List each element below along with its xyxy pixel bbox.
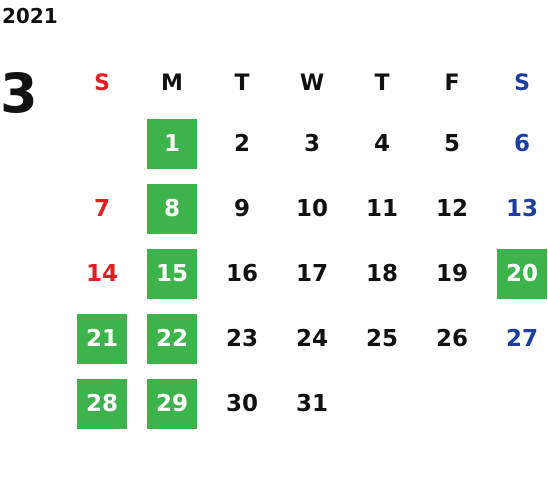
day-cell[interactable]: 19 — [435, 260, 468, 287]
month-number: 3 — [0, 62, 38, 125]
day-cell[interactable]: 12 — [435, 195, 468, 222]
weekday-header-row: S M T W T F S — [67, 55, 548, 111]
day-cell[interactable]: 16 — [225, 260, 258, 287]
day-cell[interactable]: 23 — [225, 325, 258, 352]
day-cell[interactable]: 27 — [505, 325, 538, 352]
day-cell[interactable]: 5 — [443, 130, 460, 157]
weekday-monday: M — [161, 70, 183, 96]
day-cell[interactable]: 3 — [303, 130, 320, 157]
day-cell[interactable]: 18 — [365, 260, 398, 287]
empty-day-cell — [427, 379, 477, 429]
day-cell[interactable]: 26 — [435, 325, 468, 352]
weekday-friday: F — [444, 70, 460, 96]
day-cell[interactable]: 13 — [505, 195, 538, 222]
day-cell[interactable]: 20 — [497, 248, 547, 299]
day-cell[interactable]: 10 — [295, 195, 328, 222]
day-cell[interactable]: 28 — [77, 378, 127, 429]
year-label: 2021 — [2, 4, 58, 28]
week-row-4: 21 22 23 24 25 26 27 — [67, 306, 548, 371]
weekday-thursday: T — [374, 70, 390, 96]
week-row-2: 7 8 9 10 11 12 13 — [67, 176, 548, 241]
day-cell[interactable]: 1 — [147, 118, 197, 169]
day-cell[interactable]: 30 — [225, 390, 258, 417]
day-cell[interactable]: 17 — [295, 260, 328, 287]
day-cell[interactable]: 14 — [85, 260, 118, 287]
day-cell[interactable]: 21 — [77, 313, 127, 364]
week-row-3: 14 15 16 17 18 19 20 — [67, 241, 548, 306]
day-cell[interactable]: 6 — [513, 130, 530, 157]
empty-day-cell — [497, 379, 547, 429]
week-row-1: 1 2 3 4 5 6 — [67, 111, 548, 176]
weekday-sunday: S — [94, 70, 110, 96]
day-cell[interactable]: 29 — [147, 378, 197, 429]
day-cell[interactable]: 25 — [365, 325, 398, 352]
day-cell[interactable]: 24 — [295, 325, 328, 352]
day-cell[interactable]: 2 — [233, 130, 250, 157]
empty-day-cell — [357, 379, 407, 429]
day-cell[interactable]: 9 — [233, 195, 250, 222]
weekday-wednesday: W — [299, 70, 325, 96]
week-row-5: 28 29 30 31 — [67, 371, 548, 436]
day-cell[interactable]: 11 — [365, 195, 398, 222]
day-cell[interactable]: 7 — [93, 195, 110, 222]
day-cell[interactable]: 15 — [147, 248, 197, 299]
weekday-saturday: S — [514, 70, 530, 96]
day-cell[interactable]: 31 — [295, 390, 328, 417]
day-cell[interactable]: 8 — [147, 183, 197, 234]
empty-day-cell — [77, 119, 127, 169]
day-cell[interactable]: 22 — [147, 313, 197, 364]
day-cell[interactable]: 4 — [373, 130, 390, 157]
weekday-tuesday: T — [234, 70, 250, 96]
calendar-grid: S M T W T F S 1 2 3 4 5 6 7 8 9 10 11 12… — [67, 55, 548, 436]
